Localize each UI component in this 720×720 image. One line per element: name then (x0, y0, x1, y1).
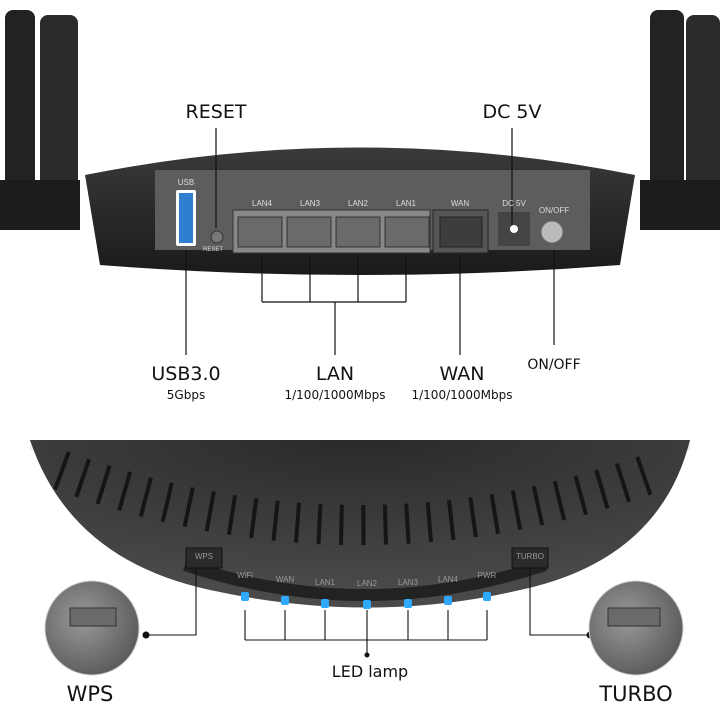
antenna-left (0, 10, 80, 230)
led-label-lan4: LAN4 (437, 575, 459, 584)
panel-lan3-label: LAN3 (299, 199, 321, 208)
led-label-wan: WAN (275, 575, 295, 584)
wps-zoom-circle (44, 580, 140, 676)
panel-usb-label: USB (177, 178, 195, 187)
panel-reset-label: RESET (202, 247, 224, 253)
wan-speed: 1/100/1000Mbps (411, 388, 513, 402)
onoff-callout: ON/OFF (527, 357, 581, 373)
lan2-port (335, 216, 381, 248)
power-button (540, 220, 564, 244)
callout-lines-top (185, 128, 555, 355)
panel-wan-label: WAN (450, 199, 470, 208)
led-label-lan3: LAN3 (397, 578, 419, 587)
led-lamp-caption: LED lamp (331, 662, 409, 681)
led-lan1 (321, 599, 329, 608)
turbo-button-label: TURBO (516, 552, 544, 561)
led-label-lan2: LAN2 (356, 579, 378, 588)
panel-onoff-label: ON/OFF (538, 206, 570, 215)
panel-dc-label: DC 5V (502, 199, 526, 208)
led-lan2 (363, 600, 371, 609)
reset-callout: RESET (185, 101, 247, 123)
panel-lan2-label: LAN2 (347, 199, 369, 208)
led-label-lan1: LAN1 (314, 578, 336, 587)
lan-speed: 1/100/1000Mbps (284, 388, 386, 402)
wan-callout: WAN (439, 363, 485, 385)
lan3-port (286, 216, 332, 248)
wps-button-label: WPS (194, 552, 214, 561)
led-row (241, 592, 491, 609)
antenna-right (640, 10, 720, 230)
dc-callout: DC 5V (482, 101, 542, 123)
callout-lines-bottom (146, 568, 590, 655)
wps-label: WPS (66, 682, 114, 706)
usb-speed: 5Gbps (166, 388, 206, 402)
wps-button-body (185, 547, 223, 569)
panel-lan4-label: LAN4 (251, 199, 273, 208)
usb-callout: USB3.0 (151, 363, 221, 385)
led-label-pwr: PWR (477, 571, 497, 580)
turbo-zoom-circle (588, 580, 684, 676)
panel-lan1-label: LAN1 (395, 199, 417, 208)
led-lan4 (444, 596, 452, 605)
lan1-port (384, 216, 430, 248)
wan-port (439, 216, 483, 248)
led-wan (281, 596, 289, 605)
lan-callout: LAN (315, 363, 355, 385)
led-wifi (241, 592, 249, 601)
turbo-label: TURBO (599, 682, 673, 706)
led-pwr (483, 592, 491, 601)
led-lan3 (404, 599, 412, 608)
lan4-port (237, 216, 283, 248)
led-label-wifi: WiFi (237, 571, 253, 580)
reset-pinhole (210, 230, 224, 244)
